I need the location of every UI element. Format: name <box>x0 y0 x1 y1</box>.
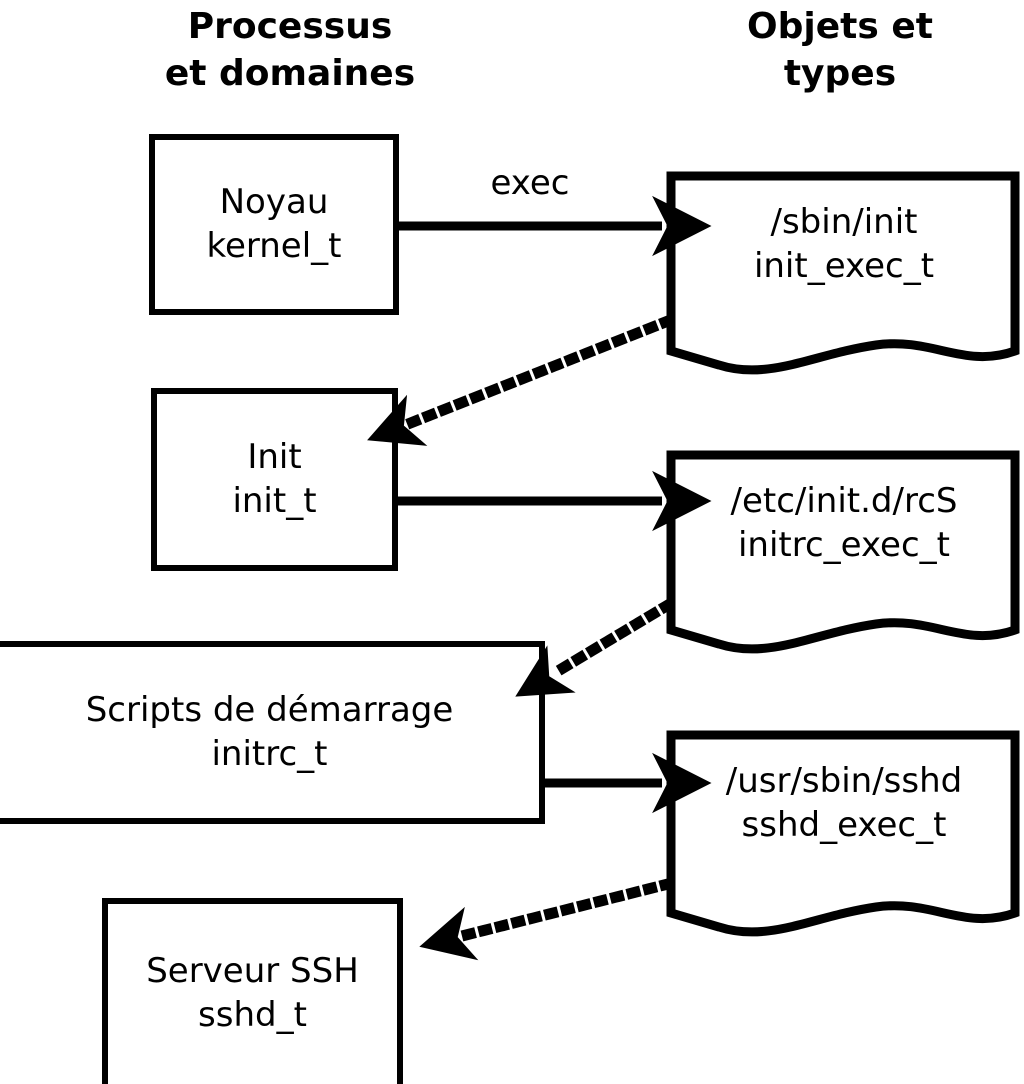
process-box-kernel[interactable]: Noyau kernel_t <box>149 134 399 315</box>
edge-sshd-exec-transition-sshd <box>419 877 675 961</box>
object-doc-initrc-exec[interactable]: /etc/init.d/rcS initrc_exec_t <box>664 448 1024 663</box>
column-header-objects: Objets et types <box>747 6 933 94</box>
process-box-init[interactable]: Init init_t <box>151 388 398 571</box>
column-header-processes: Processus et domaines <box>164 6 416 94</box>
edge-label-exec: exec <box>490 163 570 203</box>
process-box-initrc[interactable]: Scripts de démarrage initrc_t <box>0 641 545 824</box>
process-box-kernel-label: Noyau kernel_t <box>206 181 342 266</box>
edge-initrc-exec-transition-initrc <box>515 597 676 697</box>
object-doc-sshd-exec[interactable]: /usr/sbin/sshd sshd_exec_t <box>664 728 1024 946</box>
process-box-sshd-label: Serveur SSH sshd_t <box>146 951 359 1035</box>
object-doc-init-exec[interactable]: /sbin/init init_exec_t <box>664 169 1024 384</box>
edge-init-exec-transition-init <box>367 313 676 446</box>
process-box-sshd[interactable]: Serveur SSH sshd_t <box>102 898 403 1084</box>
process-box-init-label: Init init_t <box>232 436 317 521</box>
process-box-initrc-label: Scripts de démarrage initrc_t <box>85 689 454 774</box>
